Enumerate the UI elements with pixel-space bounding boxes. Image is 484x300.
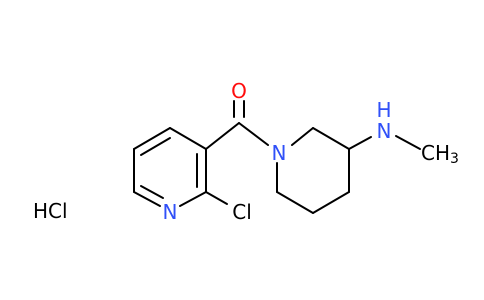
hcl-salt-label: HCl bbox=[33, 199, 68, 223]
chlorine-atom-label: Cl bbox=[232, 200, 252, 224]
pyridine-bond-c5-c4-inner bbox=[140, 137, 171, 156]
piperidine-bond-c4-c5 bbox=[312, 191, 350, 214]
pyridine-bond-c2-n1 bbox=[179, 191, 207, 207]
atom-labels: O N Cl N N H CH3 HCl bbox=[33, 79, 459, 224]
oxygen-atom-label: O bbox=[231, 79, 247, 103]
bonds bbox=[133, 100, 421, 214]
pyridine-to-chlorine-bond bbox=[205, 191, 228, 205]
piperidine-bond-c5-c6 bbox=[276, 191, 314, 214]
amine-nitrogen-label: N bbox=[377, 119, 392, 143]
carbonyl-to-piperidine-n-bond bbox=[238, 122, 269, 146]
pyridine-bond-n1-c6 bbox=[133, 191, 161, 207]
methyl-carbon-label: C bbox=[421, 141, 435, 165]
piperidine-nitrogen-label: N bbox=[272, 141, 287, 165]
carbonyl-to-pyridine-bond bbox=[205, 122, 240, 150]
amine-to-methyl-bond bbox=[395, 135, 421, 150]
piperidine-bond-n-c2 bbox=[291, 127, 314, 146]
pyridine-bond-c4-c3 bbox=[169, 127, 207, 150]
pyridine-bond-n1-c6-inner bbox=[140, 185, 164, 199]
methyl-hydrogen-label: H bbox=[435, 141, 450, 165]
amine-hydrogen-label: H bbox=[376, 98, 391, 122]
methyl-group-label: CH3 bbox=[421, 141, 459, 167]
methyl-subscript: 3 bbox=[450, 151, 459, 167]
pyridine-nitrogen-label: N bbox=[163, 200, 178, 224]
piperidine-bond-c2-c3 bbox=[312, 127, 350, 150]
piperidine-to-amine-bond bbox=[348, 136, 372, 150]
pyridine-bond-c5-c4 bbox=[133, 127, 171, 150]
